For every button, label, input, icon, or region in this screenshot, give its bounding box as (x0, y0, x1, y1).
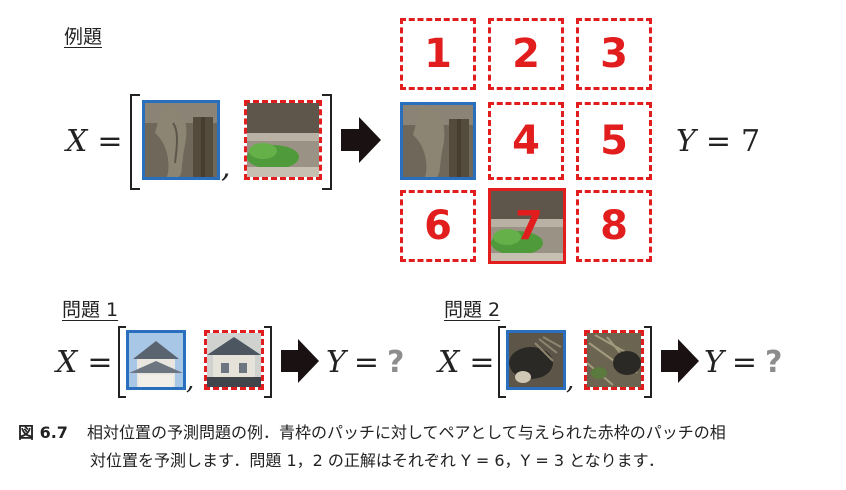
grid-number-4: 4 (512, 118, 540, 164)
grass-wall-image (247, 103, 319, 177)
equals-sign: = (97, 124, 123, 159)
animal-fur-image (509, 333, 563, 387)
left-bracket (498, 326, 506, 398)
problem1-answer: Y=? (326, 345, 404, 380)
grid-cell-7-patch: 7 (488, 188, 566, 264)
answer-value: 7 (740, 124, 761, 159)
problem1-center-patch (126, 330, 186, 390)
grid-number-7: 7 (515, 203, 543, 249)
caption-line-1: 相対位置の予測問題の例．青枠のパッチに対してペアとして与えられた赤枠のパッチの相 (87, 423, 726, 442)
grid-number-2: 2 (512, 31, 540, 77)
equals-sign: = (705, 124, 731, 159)
arrow-right-icon (341, 117, 381, 163)
problem2-center-patch (506, 330, 566, 390)
left-bracket (118, 326, 126, 398)
example-heading: 例題 (64, 26, 103, 48)
castle-roof-image (129, 333, 183, 387)
figure-caption: 図 6.7 相対位置の予測問題の例．青枠のパッチに対してペアとして与えられた赤枠… (18, 420, 726, 446)
arrow-right-icon (661, 339, 699, 383)
problem1-comma: , (186, 366, 195, 396)
grid-cell-3: 3 (576, 18, 652, 90)
y-symbol: Y (704, 345, 724, 380)
left-bracket (130, 94, 140, 190)
grid-number-1: 1 (424, 31, 452, 77)
example-answer: Y = 7 (676, 124, 760, 159)
right-bracket (264, 326, 272, 398)
caption-line-2: 対位置を予測します．問題 1，2 の正解はそれぞれ Y = 6，Y = 3 とな… (90, 451, 665, 470)
problem2-neighbor-patch (584, 330, 644, 390)
problem1-x-label: X= (56, 345, 113, 380)
grid-cell-8: 8 (576, 190, 652, 262)
castle-wall-image (207, 333, 261, 387)
problem1-heading: 問題 1 (62, 299, 119, 321)
question-mark-icon: ? (764, 345, 783, 380)
x-symbol: X (438, 345, 460, 380)
grid-cell-5: 5 (576, 102, 652, 180)
right-bracket (322, 94, 332, 190)
arrow-right-icon (281, 339, 319, 383)
grid-cell-6: 6 (400, 190, 476, 262)
x-symbol: X (56, 345, 78, 380)
right-bracket (644, 326, 652, 398)
x-symbol: X (66, 124, 88, 159)
problem1-neighbor-patch (204, 330, 264, 390)
equals-sign: = (353, 345, 379, 380)
problem2-x-label: X= (438, 345, 495, 380)
equals-sign: = (469, 345, 495, 380)
problem2-comma: , (566, 366, 575, 396)
grid-number-6: 6 (424, 203, 452, 249)
question-mark-icon: ? (386, 345, 405, 380)
elephant-trunk-image (403, 105, 473, 177)
grid-cell-4: 4 (488, 102, 564, 180)
example-comma: , (221, 150, 231, 185)
figure-label: 図 6.7 (18, 423, 68, 442)
neighbor-patch-grass (244, 100, 322, 180)
example-x-label: X= (66, 124, 123, 159)
grid-cell-1: 1 (400, 18, 476, 90)
grid-center-patch (400, 102, 476, 180)
y-symbol: Y (676, 124, 696, 159)
center-patch-elephant (142, 100, 220, 180)
grid-number-3: 3 (600, 31, 628, 77)
problem2-heading: 問題 2 (444, 299, 501, 321)
elephant-trunk-image (145, 103, 217, 177)
problem2-answer: Y=? (704, 345, 782, 380)
grass-wall-image (491, 191, 563, 261)
y-symbol: Y (326, 345, 346, 380)
equals-sign: = (731, 345, 757, 380)
grid-number-5: 5 (600, 118, 628, 164)
equals-sign: = (87, 345, 113, 380)
leaves-image (587, 333, 641, 387)
grid-number-8: 8 (600, 203, 628, 249)
grid-cell-2: 2 (488, 18, 564, 90)
